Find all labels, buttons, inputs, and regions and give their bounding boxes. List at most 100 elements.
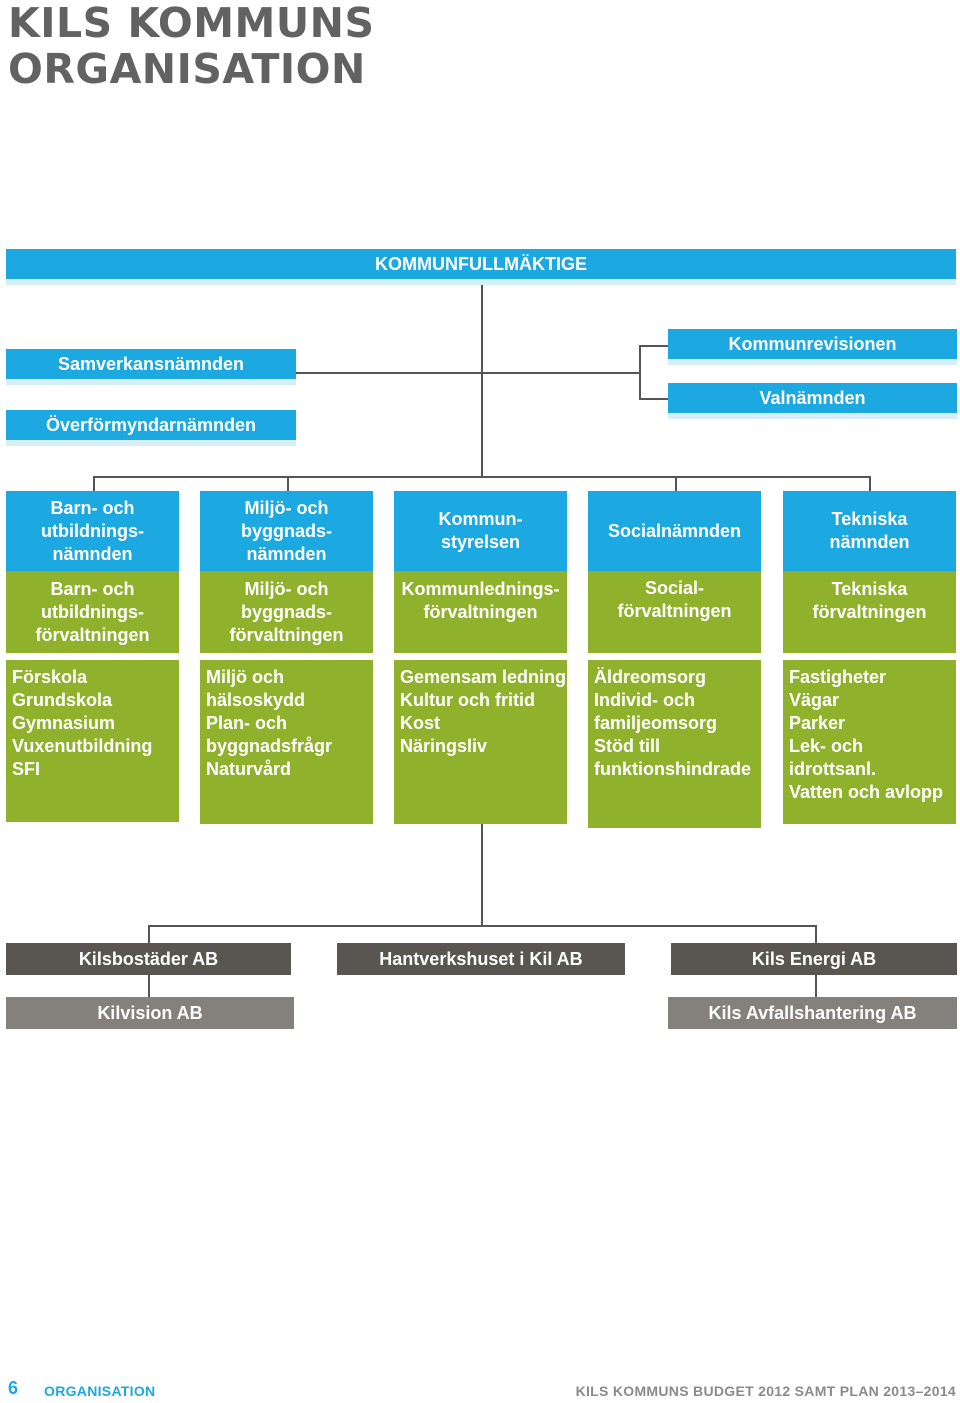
col4-unit: Stöd till (594, 736, 660, 756)
col3-board-line-2: styrelsen (440, 532, 521, 552)
col1-unit: Förskola (12, 667, 88, 687)
company-kils-avfallshantering: Kils Avfallshantering AB (668, 997, 957, 1029)
connector-col4 (675, 476, 677, 492)
kommunfullmaktige-box: KOMMUNFULLMÄKTIGE (6, 249, 956, 285)
col1-admin-line-3: förvaltningen (35, 624, 150, 645)
connector-column-horizontal (93, 476, 871, 478)
overformyndarnamnden-label: Överförmyndarnämnden (45, 414, 257, 435)
connector-main-vertical-top (481, 280, 483, 478)
col5-admin: Tekniska förvaltningen (783, 571, 956, 653)
connector-right-bracket-top (639, 345, 669, 347)
valnamnden-box: Valnämnden (668, 383, 957, 419)
col1-unit: SFI (12, 759, 41, 779)
company-hantverkshuset-label: Hantverkshuset i Kil AB (379, 948, 583, 969)
col2-admin: Miljö- och byggnads- förvaltningen (200, 571, 373, 653)
col5-board: Tekniska nämnden (783, 491, 956, 571)
company-hantverkshuset: Hantverkshuset i Kil AB (337, 943, 625, 975)
col5-board-line-1: Tekniska (831, 509, 908, 529)
col5-unit: Vatten och avlopp (789, 782, 944, 802)
title-line-1: KILS KOMMUNS (8, 0, 375, 47)
col2-board-line-2: byggnads- (240, 520, 332, 541)
col2-admin-line-1: Miljö- och (244, 578, 329, 599)
col3-admin-line-1: Kommunlednings- (401, 579, 560, 599)
kommunfullmaktige-label: KOMMUNFULLMÄKTIGE (375, 253, 587, 274)
connector-company-right (815, 925, 817, 943)
connector-right-horizontal (482, 372, 640, 374)
samverkansnamnden-label: Samverkansnämnden (57, 353, 245, 374)
col3-unit: Kost (400, 713, 440, 733)
col5-unit: Parker (789, 713, 846, 733)
col2-unit: Naturvård (206, 759, 292, 779)
col5-admin-line-1: Tekniska (831, 579, 908, 599)
col4-admin-line-1: Social- (644, 578, 705, 598)
col1-board-line-2: utbildnings- (41, 520, 144, 541)
company-kils-energi: Kils Energi AB (671, 943, 957, 975)
col1-admin-line-2: utbildnings- (41, 601, 144, 622)
col4-admin: Social- förvaltningen (588, 571, 761, 653)
col4-unit: Individ- och (594, 690, 695, 710)
col1-unit: Vuxenutbildning (12, 736, 153, 756)
col4-units: Äldreomsorg Individ- och familjeomsorg S… (588, 660, 761, 828)
col1-admin: Barn- och utbildnings- förvaltningen (6, 571, 179, 653)
col5-admin-line-2: förvaltningen (812, 602, 927, 622)
col5-units: Fastigheter Vägar Parker Lek- och idrott… (783, 660, 956, 824)
connector-main-vertical-bottom (481, 824, 483, 926)
col4-board-line-1: Socialnämnden (607, 520, 742, 541)
col1-unit: Gymnasium (12, 713, 116, 733)
connector-company-left-lower (148, 975, 150, 997)
col2-admin-line-2: byggnads- (240, 601, 332, 622)
col3-admin-line-2: förvaltningen (423, 602, 538, 622)
connector-left-horizontal (295, 372, 482, 374)
connector-col5 (869, 476, 871, 492)
col4-admin-line-2: förvaltningen (617, 601, 732, 621)
col5-board-line-2: nämnden (829, 532, 910, 552)
kommunrevisionen-box: Kommunrevisionen (668, 329, 957, 365)
col2-unit: Plan- och (206, 713, 288, 733)
col5-unit: Fastigheter (789, 667, 887, 687)
col4-unit: Äldreomsorg (594, 667, 707, 687)
company-kilsbostader-label: Kilsbostäder AB (78, 948, 219, 969)
col4-board: Socialnämnden (588, 491, 761, 571)
col2-unit: Miljö och (206, 667, 284, 687)
col5-unit: Lek- och (789, 736, 864, 756)
page-number: 6 (8, 1378, 19, 1398)
col3-unit: Kultur och fritid (400, 690, 535, 710)
col3-board-line-1: Kommun- (438, 509, 523, 529)
connector-company-left (148, 925, 150, 943)
col2-unit: byggnadsfrågr (206, 736, 333, 756)
col1-board-line-3: nämnden (52, 543, 133, 564)
col3-unit: Gemensam ledning (400, 667, 567, 687)
col4-unit: funktionshindrade (594, 759, 751, 779)
samverkansnamnden-box: Samverkansnämnden (6, 349, 296, 385)
connector-col2 (287, 476, 289, 492)
title-line-2: ORGANISATION (8, 45, 366, 93)
col2-admin-line-3: förvaltningen (229, 624, 344, 645)
overformyndarnamnden-box: Överförmyndarnämnden (6, 410, 296, 446)
kommunrevisionen-label: Kommunrevisionen (728, 333, 897, 354)
col3-admin: Kommunlednings- förvaltningen (394, 571, 567, 653)
footer-document-title: KILS KOMMUNS BUDGET 2012 SAMT PLAN 2013–… (575, 1383, 956, 1399)
col3-units: Gemensam ledning Kultur och fritid Kost … (394, 660, 567, 824)
connector-companies-horizontal (148, 925, 817, 927)
col1-board: Barn- och utbildnings- nämnden (6, 491, 179, 571)
col2-units: Miljö och hälsoskydd Plan- och byggnadsf… (200, 660, 373, 824)
valnamnden-label: Valnämnden (759, 387, 866, 408)
company-kilsbostader: Kilsbostäder AB (6, 943, 291, 975)
col2-unit: hälsoskydd (206, 690, 306, 710)
connector-right-bracket-vertical (639, 345, 641, 399)
col1-board-line-1: Barn- och (50, 497, 135, 518)
col2-board: Miljö- och byggnads- nämnden (200, 491, 373, 571)
col2-board-line-1: Miljö- och (244, 497, 329, 518)
col1-units: Förskola Grundskola Gymnasium Vuxenutbil… (6, 660, 179, 822)
connector-col1 (93, 476, 95, 492)
col4-unit: familjeomsorg (594, 713, 718, 733)
col3-board: Kommun- styrelsen (394, 491, 567, 571)
footer-section: ORGANISATION (44, 1383, 156, 1399)
col3-unit: Näringsliv (400, 736, 488, 756)
company-kilvision-label: Kilvision AB (97, 1002, 203, 1023)
col1-unit: Grundskola (12, 690, 113, 710)
page-title: KILS KOMMUNS ORGANISATION (8, 0, 568, 92)
col5-unit: Vägar (789, 690, 840, 710)
company-kils-avfallshantering-label: Kils Avfallshantering AB (708, 1002, 917, 1023)
col2-board-line-3: nämnden (246, 543, 327, 564)
